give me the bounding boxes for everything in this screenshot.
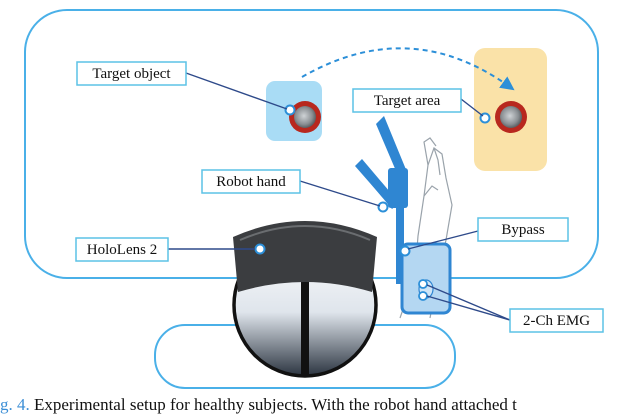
leader-emg-1 <box>426 284 511 321</box>
robot-hand-marker <box>377 201 389 213</box>
transfer-arrow <box>301 47 515 91</box>
hololens-marker <box>254 243 266 255</box>
head-with-hololens <box>232 221 378 378</box>
emg-marker-1 <box>418 279 428 289</box>
svg-text:Bypass: Bypass <box>501 222 545 238</box>
robot-hand <box>355 116 408 284</box>
target-object-marker <box>284 104 296 116</box>
target-object-ball <box>289 101 321 133</box>
svg-text:2-Ch EMG: 2-Ch EMG <box>523 313 590 329</box>
bypass-marker <box>399 245 411 257</box>
target-area-ball <box>495 101 527 133</box>
emg-marker-2 <box>418 291 428 301</box>
svg-text:Target object: Target object <box>92 66 171 82</box>
svg-text:HoloLens 2: HoloLens 2 <box>87 242 157 258</box>
leader-robot-hand <box>299 180 381 207</box>
label-target-area: Target area <box>352 88 462 113</box>
leader-emg-2 <box>426 295 511 321</box>
label-robot-hand: Robot hand <box>201 169 301 194</box>
label-bypass: Bypass <box>477 217 569 242</box>
label-hololens: HoloLens 2 <box>75 237 169 262</box>
figure-number[interactable]: g. 4. <box>0 395 30 414</box>
caption-text: Experimental setup for healthy subjects.… <box>34 395 517 414</box>
leader-target-area <box>460 98 484 117</box>
svg-text:Robot hand: Robot hand <box>216 174 286 190</box>
leader-bypass <box>407 230 479 250</box>
figure-caption: g. 4. Experimental setup for healthy sub… <box>0 395 640 417</box>
label-target-object: Target object <box>76 61 187 86</box>
leader-target-object <box>185 72 288 110</box>
label-emg: 2-Ch EMG <box>509 308 604 333</box>
svg-text:Target area: Target area <box>374 93 441 109</box>
